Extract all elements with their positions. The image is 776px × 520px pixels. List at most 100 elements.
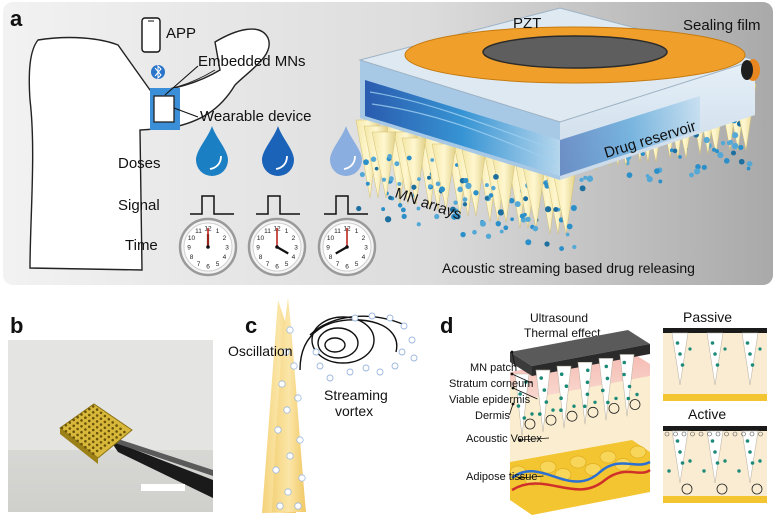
- drug-particle: [654, 168, 660, 174]
- vortex-swirl: [608, 402, 620, 414]
- clock-number: 7: [266, 261, 270, 268]
- drop-highlight: [275, 155, 288, 170]
- clock-number: 3: [225, 245, 229, 252]
- box-drug-dot: [667, 469, 671, 473]
- vortex-bubble: [408, 336, 416, 344]
- photo-needle: [60, 426, 64, 430]
- needle-bubble: [290, 362, 298, 370]
- tweezers-highlight: [112, 437, 213, 476]
- layer-leader-dot: [510, 372, 514, 376]
- box-drug-dot: [688, 459, 692, 463]
- vortex-swirl: [587, 406, 599, 418]
- photo-needle: [99, 441, 103, 444]
- photo-needle: [103, 438, 107, 441]
- needle-bubbles: [272, 326, 306, 510]
- active-patch: [663, 426, 767, 431]
- layer-leader: [511, 373, 533, 384]
- photo-needle: [76, 433, 79, 437]
- drug-dot: [516, 404, 521, 408]
- drug-particle: [746, 166, 751, 171]
- box-needle: [706, 332, 724, 386]
- photo-needle: [111, 427, 114, 430]
- photo-needle: [99, 435, 103, 438]
- drug-particle: [457, 186, 464, 193]
- drug-particle: [565, 232, 570, 237]
- drug-particle: [359, 172, 365, 178]
- drop-highlight: [343, 155, 356, 170]
- photo-needle: [95, 449, 99, 453]
- needle-bubble: [296, 436, 304, 444]
- box-needle: [741, 430, 759, 484]
- layer-leader-dot: [518, 476, 522, 480]
- clock-number: 10: [188, 235, 196, 242]
- label-pzt: PZT: [513, 15, 541, 32]
- photo-needle: [95, 420, 99, 423]
- drug-particle: [543, 181, 547, 185]
- drug-particle: [495, 220, 501, 227]
- clock-number: 7: [336, 261, 340, 268]
- photo-needle: [88, 425, 91, 429]
- box-drug-dot: [745, 439, 750, 443]
- drug-particle: [453, 200, 458, 205]
- passive-patch: [663, 328, 767, 333]
- patch-bubble: [690, 431, 695, 437]
- photo-needle: [84, 422, 87, 425]
- label-signal: Signal: [118, 197, 160, 214]
- layer-leader: [509, 403, 514, 416]
- photo-needle: [123, 430, 126, 434]
- leader-embedded: [164, 65, 199, 96]
- drug-particle: [363, 159, 369, 166]
- layer-label: Acoustic Vortex: [466, 433, 542, 445]
- drug-particle: [400, 207, 406, 213]
- photo-needle: [99, 417, 103, 421]
- photo-needle: [68, 433, 72, 436]
- drug-particle: [411, 184, 417, 190]
- clock-number: 11: [334, 228, 341, 235]
- clock-number: 7: [197, 261, 201, 268]
- photo-needle: [84, 416, 87, 420]
- drug-particle: [701, 164, 707, 170]
- patch-bubble: [664, 431, 670, 437]
- clock-number: 10: [327, 235, 335, 242]
- photo-needle: [80, 425, 83, 428]
- clock-number: 8: [190, 254, 194, 261]
- bluetooth-glyph: [154, 64, 162, 80]
- adipose-cell: [629, 445, 647, 459]
- drug-particle: [451, 213, 458, 220]
- drug-particle: [499, 229, 504, 234]
- needle-bubble: [282, 348, 290, 356]
- photo-needle: [115, 424, 118, 427]
- mn-patch-edge: [60, 428, 98, 464]
- photo-needle: [80, 419, 83, 422]
- drug-particle: [449, 206, 456, 213]
- photo-needle: [91, 416, 95, 420]
- photo-needle: [76, 439, 79, 443]
- drug-particle: [388, 176, 394, 182]
- drug-particle: [559, 246, 565, 251]
- photo-needle: [99, 446, 103, 450]
- drug-dot: [544, 400, 549, 404]
- drop-highlight: [209, 155, 222, 170]
- blood-vessel-blue: [511, 460, 651, 483]
- box-drug-dot: [702, 469, 706, 473]
- patch-bubble: [732, 431, 738, 437]
- label-sealing-film: Sealing film: [683, 17, 761, 34]
- drug-particle: [579, 177, 584, 182]
- photo-needle: [91, 411, 95, 414]
- photo-needle: [111, 438, 114, 442]
- blood-vessel-red: [511, 468, 651, 492]
- layer-label: Stratum corneum: [449, 378, 533, 390]
- patch-bubble: [715, 431, 721, 437]
- photo-needle: [72, 436, 75, 439]
- drug-particle: [520, 217, 527, 223]
- label-passive: Passive: [683, 309, 732, 325]
- adipose-cell: [569, 455, 587, 469]
- box-drug-dot: [750, 363, 755, 367]
- layer-leader-dot: [510, 350, 514, 354]
- needle-bubble: [274, 426, 282, 434]
- drug-particle: [694, 168, 701, 175]
- patch-bubble: [707, 431, 712, 437]
- drug-particle: [488, 193, 494, 198]
- leader-wearable: [173, 107, 199, 118]
- clock-number: 5: [355, 261, 359, 268]
